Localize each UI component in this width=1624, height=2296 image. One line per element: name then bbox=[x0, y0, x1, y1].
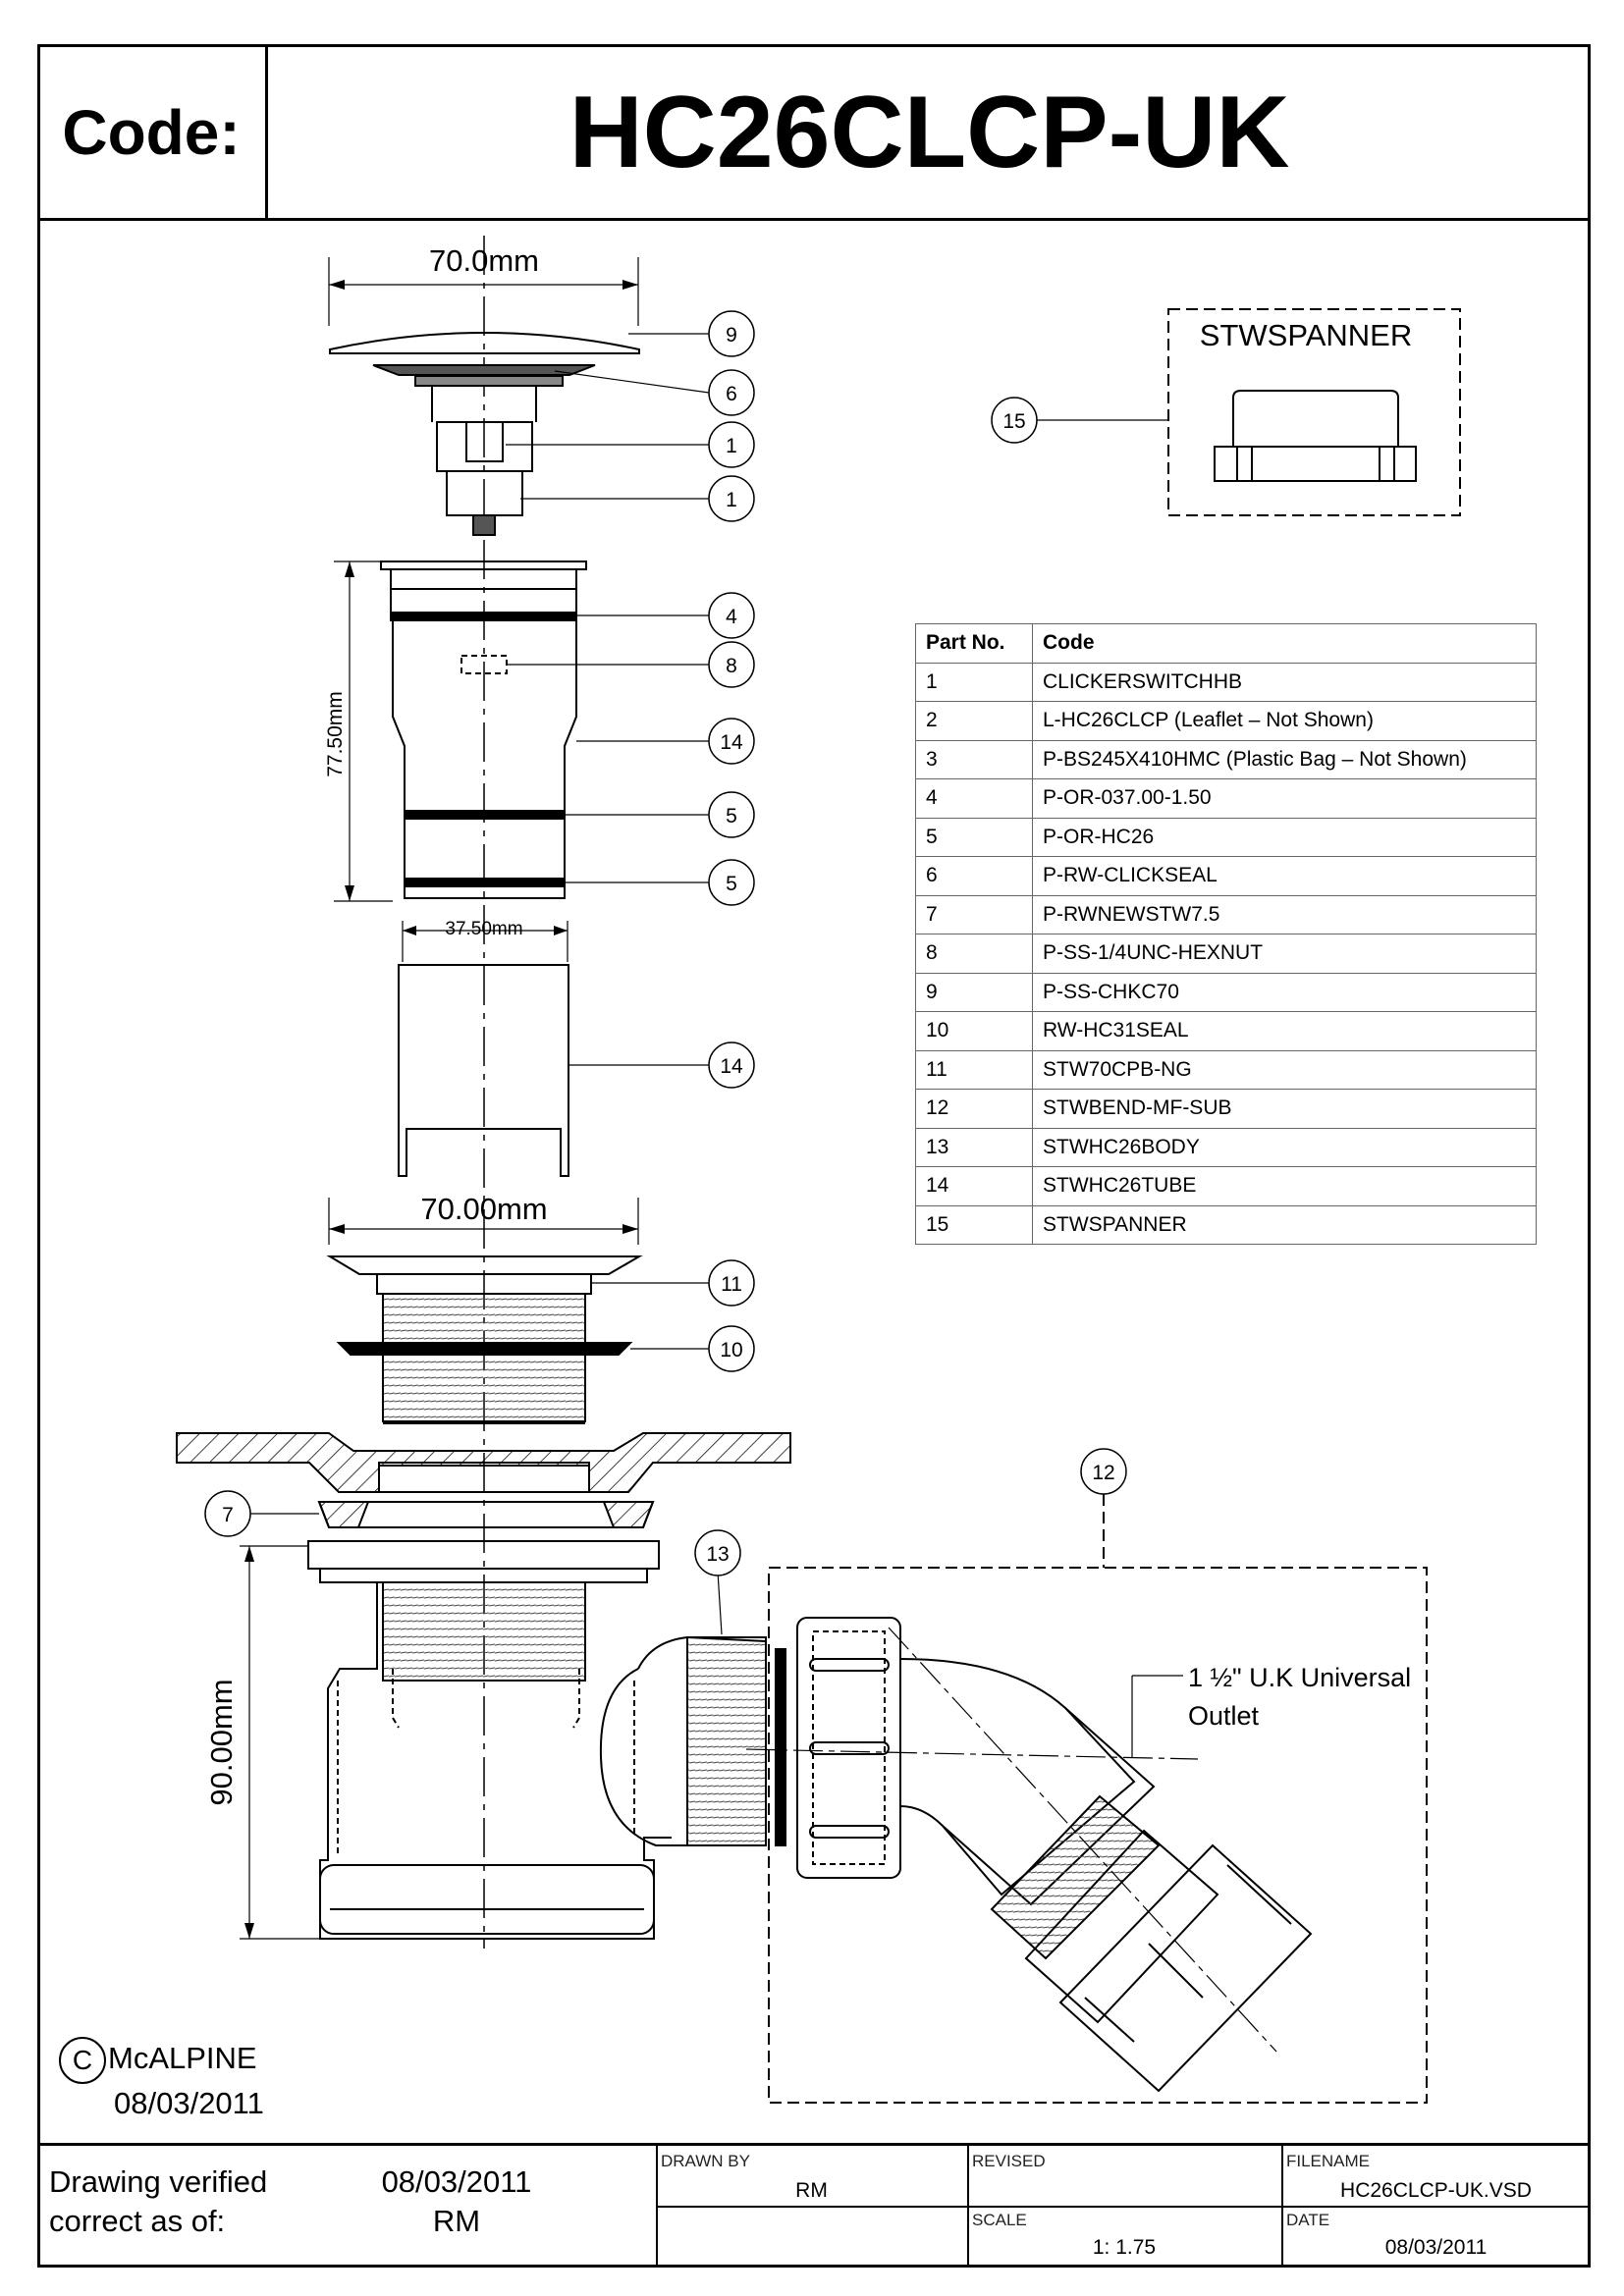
parts-table-header: Part No. Code bbox=[915, 623, 1537, 664]
flange-width-label: 70.00mm bbox=[420, 1192, 547, 1226]
balloon-14a: 14 bbox=[708, 718, 755, 765]
waste-height-label: 90.00mm bbox=[204, 1679, 239, 1805]
drawing-border bbox=[37, 44, 1591, 2268]
seal-part-10 bbox=[336, 1342, 633, 1356]
body-top-flange bbox=[380, 561, 587, 570]
drawn-by-value: RM bbox=[795, 2179, 828, 2202]
svg-text:14: 14 bbox=[720, 731, 743, 754]
copyright-icon: C bbox=[59, 2037, 106, 2084]
svg-text:4: 4 bbox=[726, 606, 737, 628]
spanner-box bbox=[1167, 308, 1461, 516]
seal-part-6 bbox=[372, 364, 596, 376]
svg-text:11: 11 bbox=[721, 1273, 742, 1296]
svg-text:8: 8 bbox=[726, 655, 737, 677]
balloon-4: 4 bbox=[708, 592, 755, 639]
balloon-11: 11 bbox=[708, 1259, 755, 1307]
header-code: Code bbox=[1032, 623, 1537, 664]
tube-part-14 bbox=[398, 964, 569, 1177]
bend-detail-box bbox=[768, 1567, 1428, 2104]
svg-text:13: 13 bbox=[706, 1543, 729, 1566]
outlet-label-line2: Outlet bbox=[1188, 1701, 1260, 1731]
product-code: HC26CLCP-UK bbox=[568, 75, 1290, 189]
balloon-13: 13 bbox=[694, 1529, 741, 1576]
tb-divider bbox=[967, 2143, 969, 2268]
verified-date: 08/03/2011 RM bbox=[381, 2164, 532, 2238]
balloon-6: 6 bbox=[708, 369, 755, 416]
filename-label: FILENAME bbox=[1286, 2152, 1371, 2170]
drawn-by-label: DRAWN BY bbox=[661, 2152, 750, 2170]
balloon-12: 12 bbox=[1080, 1448, 1127, 1495]
balloon-8: 8 bbox=[708, 641, 755, 688]
code-label: Code: bbox=[37, 44, 268, 221]
svg-text:6: 6 bbox=[726, 383, 737, 405]
balloon-1a: 1 bbox=[708, 421, 755, 468]
spanner-part-15 bbox=[1214, 446, 1417, 482]
balloon-14b: 14 bbox=[708, 1041, 755, 1089]
body-height-label: 77.50mm bbox=[324, 691, 347, 777]
spanner-label: STWSPANNER bbox=[1200, 318, 1412, 352]
svg-text:5: 5 bbox=[726, 873, 737, 895]
cap-width-label: 70.0mm bbox=[429, 243, 539, 278]
copyright-date: 08/03/2011 bbox=[114, 2086, 264, 2120]
title-block bbox=[37, 2143, 1591, 2268]
balloon-5a: 5 bbox=[708, 791, 755, 838]
balloon-7: 7 bbox=[204, 1490, 251, 1537]
header-row bbox=[37, 44, 1591, 221]
tb-divider bbox=[656, 2206, 1591, 2208]
outlet-label-line1: 1 ½" U.K Universal bbox=[1188, 1663, 1411, 1692]
bend-part-12 bbox=[745, 1617, 1313, 2093]
svg-text:7: 7 bbox=[222, 1504, 234, 1526]
date-value: 08/03/2011 bbox=[1384, 2236, 1488, 2259]
svg-text:10: 10 bbox=[720, 1339, 742, 1362]
filename-value: HC26CLCP-UK.VSD bbox=[1340, 2179, 1532, 2202]
company-name: McALPINE bbox=[108, 2041, 257, 2076]
cap-part-9 bbox=[329, 332, 640, 354]
header-part-no: Part No. bbox=[915, 623, 1033, 664]
date-label: DATE bbox=[1286, 2211, 1330, 2229]
svg-text:5: 5 bbox=[726, 805, 737, 828]
balloon-5b: 5 bbox=[708, 859, 755, 906]
svg-text:14: 14 bbox=[720, 1055, 743, 1078]
tb-divider bbox=[1281, 2143, 1283, 2268]
washer-part-7 bbox=[317, 1501, 655, 1528]
svg-text:1: 1 bbox=[726, 435, 737, 457]
svg-text:9: 9 bbox=[726, 324, 737, 347]
verified-text: Drawing verified correct as of: bbox=[49, 2164, 268, 2238]
tb-divider bbox=[656, 2143, 658, 2268]
svg-text:1: 1 bbox=[726, 489, 737, 511]
balloon-1b: 1 bbox=[708, 475, 755, 522]
tube-width-label: 37.50mm bbox=[445, 919, 522, 939]
balloon-9: 9 bbox=[708, 310, 755, 357]
svg-text:15: 15 bbox=[1002, 410, 1025, 433]
balloon-10: 10 bbox=[708, 1325, 755, 1372]
flange-part-11 bbox=[326, 1255, 643, 1275]
svg-text:12: 12 bbox=[1092, 1462, 1114, 1484]
scale-value: 1: 1.75 bbox=[1092, 2236, 1157, 2259]
balloon-15: 15 bbox=[991, 397, 1038, 444]
revised-label: REVISED bbox=[972, 2152, 1046, 2170]
scale-label: SCALE bbox=[972, 2211, 1027, 2229]
